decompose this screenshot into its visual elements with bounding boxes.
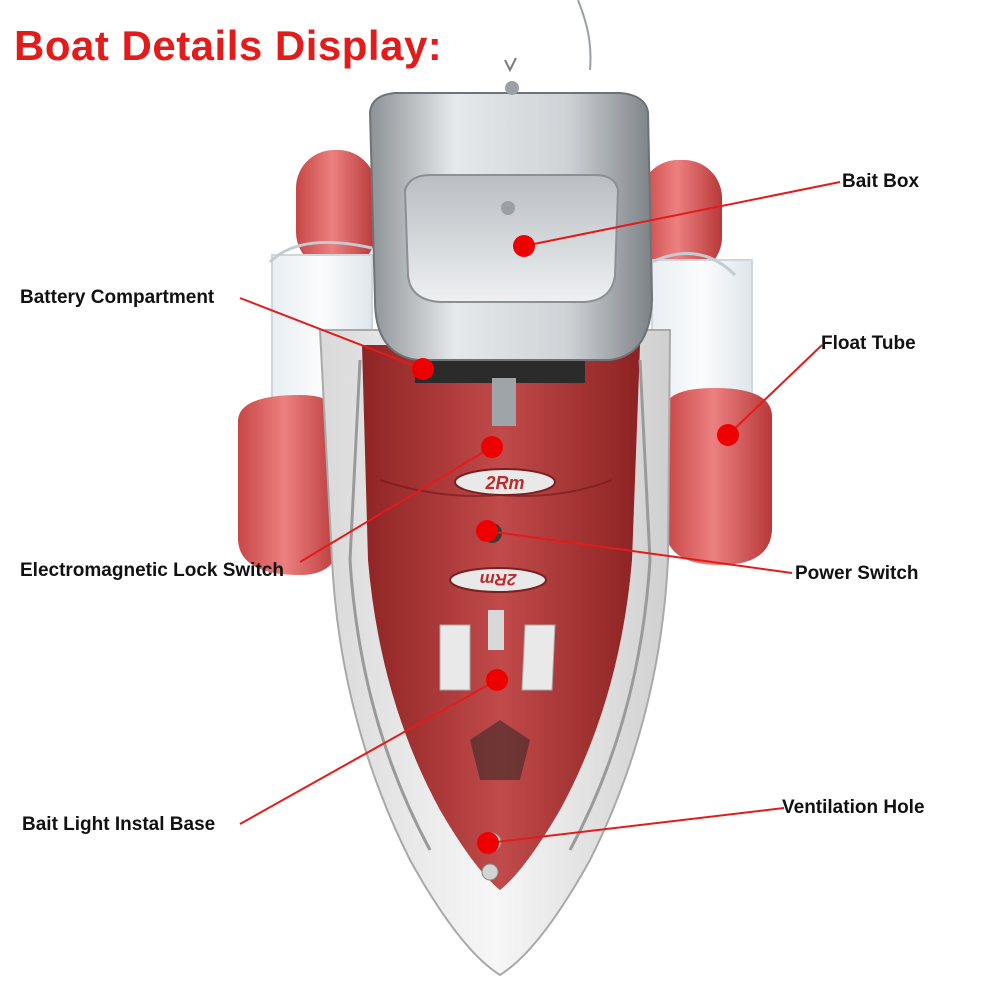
leader-bait-box bbox=[523, 181, 841, 247]
page-title: Boat Details Display: bbox=[14, 22, 443, 69]
bait-box-shape bbox=[368, 57, 654, 361]
leader-bait-light-instal-base bbox=[239, 679, 498, 825]
dot-ventilation-hole bbox=[477, 832, 499, 854]
leader-electromagnetic-lock-switch bbox=[299, 446, 493, 563]
dot-battery-compartment bbox=[412, 358, 434, 380]
dot-bait-light-instal-base bbox=[486, 669, 508, 691]
leader-float-tube bbox=[727, 344, 823, 436]
hull-logo-top-text: 2Rm bbox=[484, 473, 524, 493]
bait-light-base bbox=[439, 610, 556, 691]
dot-float-tube bbox=[717, 424, 739, 446]
dot-electromagnetic-lock-switch bbox=[481, 436, 503, 458]
hull-logo-bottom: 2Rm bbox=[449, 567, 547, 593]
hull-logo-bottom-text: 2Rm bbox=[480, 570, 518, 589]
callout-dots bbox=[412, 235, 739, 854]
antenna-wire bbox=[577, 0, 592, 71]
label-bait-light-instal-base: Bait Light Instal Base bbox=[22, 814, 216, 835]
hull-logo-top: 2Rm bbox=[454, 468, 556, 496]
dot-bait-box bbox=[513, 235, 535, 257]
label-float-tube: Float Tube bbox=[821, 333, 916, 354]
label-electromagnetic-lock-switch: Electromagnetic Lock Switch bbox=[20, 560, 284, 581]
callout-lines bbox=[239, 181, 841, 844]
label-ventilation-hole: Ventilation Hole bbox=[782, 797, 925, 818]
leader-battery-compartment bbox=[239, 297, 424, 370]
leader-ventilation-hole bbox=[487, 807, 785, 844]
lock-bracket bbox=[492, 378, 516, 426]
dot-power-switch bbox=[476, 520, 498, 542]
bow-stripes bbox=[470, 720, 530, 780]
label-power-switch: Power Switch bbox=[795, 563, 919, 584]
label-bait-box: Bait Box bbox=[842, 171, 920, 192]
label-battery-compartment: Battery Compartment bbox=[20, 287, 215, 308]
leader-power-switch bbox=[486, 530, 793, 574]
